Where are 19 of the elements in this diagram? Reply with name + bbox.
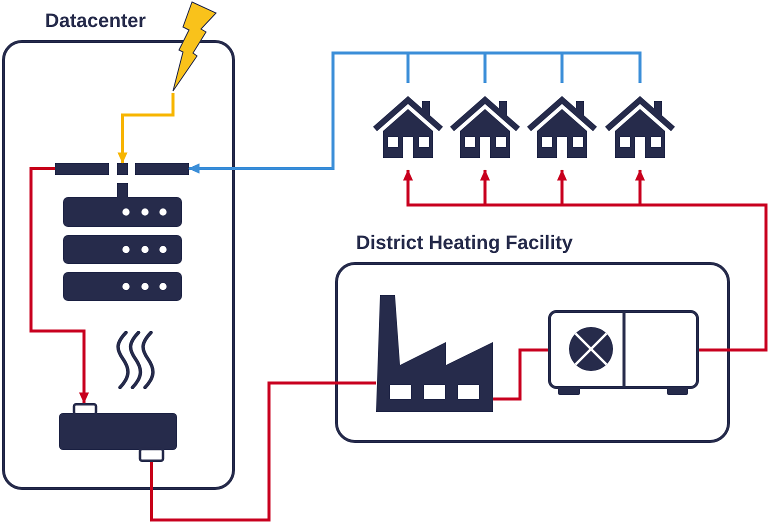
group-title: District Heating Facility <box>356 231 573 255</box>
arrow <box>118 93 174 164</box>
house-icon <box>372 96 444 158</box>
lightning-bolt-icon <box>171 1 218 93</box>
house-icon <box>449 96 521 158</box>
connector-line <box>117 183 128 197</box>
heat-exchanger-icon <box>59 403 177 462</box>
factory-icon <box>376 295 493 412</box>
house-icon <box>526 96 598 158</box>
house-icon <box>604 96 676 158</box>
group-title: Datacenter <box>45 9 146 33</box>
heat-pump-icon <box>548 310 699 395</box>
arrow <box>30 167 89 404</box>
arrow <box>635 170 768 352</box>
connector-line <box>493 348 548 400</box>
server-rack-icon <box>63 197 182 301</box>
connector-line <box>150 382 376 522</box>
arrow <box>188 52 642 174</box>
distribution-bar <box>55 163 189 175</box>
